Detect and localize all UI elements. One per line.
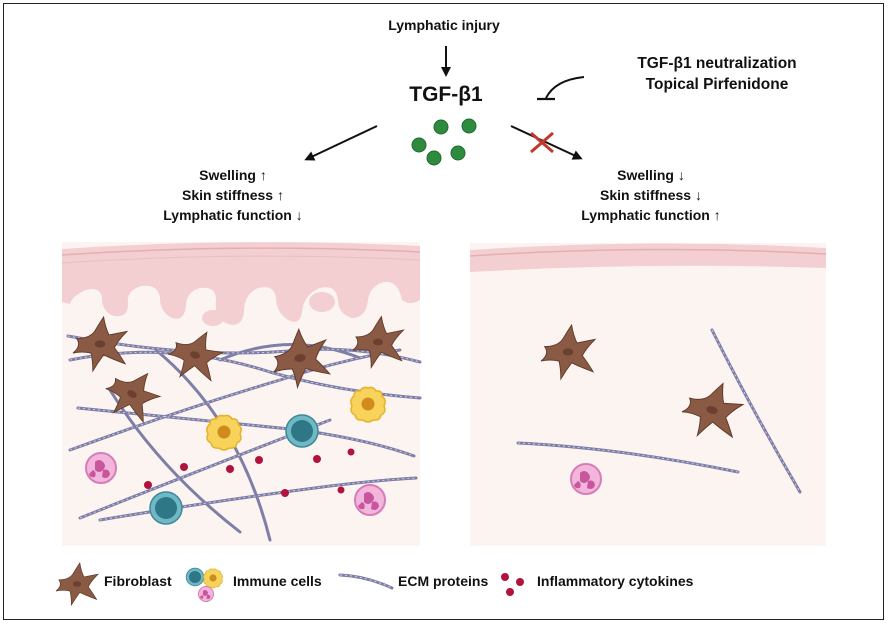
effect-line: Skin stiffness ↑: [182, 187, 284, 203]
mediator-label: TGF-β1: [409, 83, 483, 106]
tgf-molecules: [411, 118, 477, 166]
legend-immune-cells-icon: [185, 567, 223, 602]
tissue-panel-treated: [469, 243, 827, 546]
trigger-label: Lymphatic injury: [388, 17, 500, 33]
legend-ecm-icon: [338, 573, 394, 590]
block-cross-icon: [530, 131, 554, 154]
legend: [55, 562, 524, 606]
therapy-line: TGF-β1 neutralization: [637, 55, 797, 72]
legend-cytokines-label: Inflammatory cytokines: [537, 573, 694, 589]
effect-line: Lymphatic function ↑: [581, 207, 721, 223]
legend-ecm-label: ECM proteins: [398, 573, 489, 589]
legend-fibroblast-label: Fibroblast: [104, 573, 172, 589]
untreated-effects: Swelling ↑ Skin stiffness ↑ Lymphatic fu…: [163, 165, 302, 225]
effect-line: Swelling ↓: [617, 167, 685, 183]
treated-effects: Swelling ↓ Skin stiffness ↓ Lymphatic fu…: [581, 165, 720, 225]
legend-immune-cells-label: Immune cells: [233, 573, 322, 589]
effect-line: Swelling ↑: [199, 167, 267, 183]
legend-fibroblast-icon: [55, 562, 99, 606]
tissue-panel-fibrotic: [61, 242, 422, 546]
legend-cytokine-icon: [501, 573, 524, 596]
therapy-line: Topical Pirfenidone: [645, 76, 789, 93]
effect-line: Lymphatic function ↓: [163, 207, 303, 223]
therapy-label: TGF-β1 neutralization Topical Pirfenidon…: [637, 53, 796, 95]
effect-line: Skin stiffness ↓: [600, 187, 702, 203]
